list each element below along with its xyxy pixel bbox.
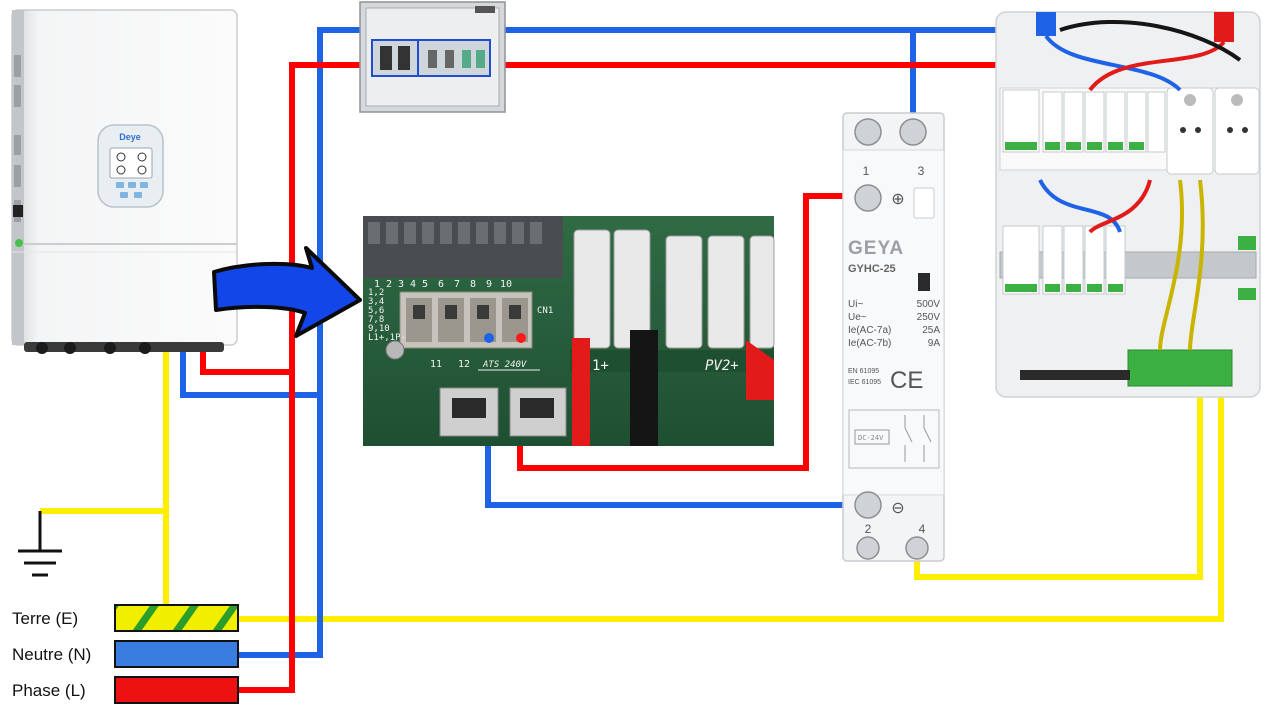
pin-legend-line-3: 5,6 [368, 306, 384, 316]
pin-legend-line-4: 7,8 [368, 315, 384, 325]
terminal-num-10: 10 [500, 279, 512, 290]
pv2-label: PV2+ [705, 358, 739, 374]
neutral-wire-main [238, 27, 1045, 658]
spec-label-ac7b: Ie(AC-7b) [848, 338, 891, 349]
ground-symbol-icon [18, 511, 62, 577]
contactor-geya: 1 3 ⊕ ⊖ 2 4 GEYA GYHC-25 Ui~ 500V Ue~ 25… [842, 112, 945, 562]
pin-legend-line-5: 9,10 [368, 324, 390, 334]
phase-terminal-dot [516, 333, 526, 343]
contactor-brand: GEYA [848, 238, 904, 259]
contactor-specs: Ui~ 500V Ue~ 250V Ie(AC-7a) 25A Ie(AC-7b… [848, 299, 940, 349]
phase-wire-main [238, 62, 1225, 693]
ce-mark-icon: CE [890, 367, 923, 394]
spec-label-ue: Ue~ [848, 312, 867, 323]
display-gauge-icons [116, 152, 147, 175]
neutral-terminal-dot [484, 333, 494, 343]
pin-legend-line-2: 3,4 [368, 297, 384, 307]
terminal-11-label: 11 [430, 359, 442, 370]
terminal-num-7: 7 [454, 279, 460, 290]
legend-label-phase: Phase (L) [12, 681, 86, 700]
coil-voltage-label: DC-24V [858, 434, 884, 442]
terminal-num-1: 1 [374, 279, 380, 290]
terminal-4-label: 4 [919, 522, 926, 536]
terminal-board-photo: 1 2 3 4 5 6 7 8 9 10 CN1 1,2 3,4 5,6 [363, 216, 775, 446]
legend-swatch-neutre [114, 640, 239, 668]
coil-plus-icon: ⊕ [891, 191, 904, 208]
terminal-num-4: 4 [410, 279, 416, 290]
terminal-num-5: 5 [422, 279, 428, 290]
spec-value-ui: 500V [917, 299, 941, 310]
cn1-label: CN1 [537, 306, 553, 316]
legend-swatch-phase [114, 676, 239, 704]
terminal-12-label: 12 [458, 359, 470, 370]
contact-symbol-icon [904, 415, 932, 462]
pin-legend-line-1: 1,2 [368, 288, 384, 298]
earth-wire-main [238, 368, 1224, 622]
contactor-model: GYHC-25 [848, 263, 896, 275]
terminal-num-8: 8 [470, 279, 476, 290]
breakers-row-2 [1002, 225, 1126, 295]
terminal-3-label: 3 [918, 164, 925, 178]
terminal-2-label: 2 [865, 522, 872, 536]
pin-legend-line-6: L1+,1P- [368, 333, 406, 343]
coil-minus-icon: ⊖ [891, 500, 904, 517]
terminal-num-9: 9 [486, 279, 492, 290]
spec-value-ac7a: 25A [922, 325, 940, 336]
pv-left-label: 1+ [592, 358, 609, 374]
neutral-wire-inverter [180, 340, 320, 398]
spec-label-ui: Ui~ [848, 299, 863, 310]
earth-wire-contactor [914, 368, 1203, 580]
terminal-num-6: 6 [438, 279, 444, 290]
terminal-num-3: 3 [398, 279, 404, 290]
breaker-box [359, 1, 506, 113]
inverter: Deye [11, 9, 238, 354]
spec-label-ac7a: Ie(AC-7a) [848, 325, 891, 336]
spec-value-ue: 250V [917, 312, 941, 323]
legend-swatch-terre [114, 604, 239, 632]
standard-iec: IEC 61095 [848, 379, 881, 386]
legend-label-neutre: Neutre (N) [12, 645, 92, 664]
pointer-arrow-icon [212, 246, 362, 338]
terminal-1-label: 1 [863, 164, 870, 178]
pin-legend: 1,2 3,4 5,6 7,8 9,10 L1+,1P- [368, 288, 406, 343]
socket-pins [1180, 127, 1248, 133]
ats-label: ATS 240V [482, 360, 527, 370]
inverter-brand-logo: Deye [119, 132, 141, 142]
distribution-panel [995, 11, 1261, 398]
standard-en: EN 61095 [848, 368, 879, 375]
legend [114, 604, 239, 704]
terminal-numbers: 1 2 3 4 5 6 7 8 9 10 [374, 279, 512, 290]
display-buttons [116, 182, 148, 198]
breakers-row-1 [1002, 87, 1260, 175]
status-window [918, 273, 930, 291]
legend-label-terre: Terre (E) [12, 609, 79, 628]
terminal-num-2: 2 [386, 279, 392, 290]
board-screw-icon [385, 340, 405, 360]
spec-value-ac7b: 9A [928, 338, 941, 349]
top-screws [854, 118, 935, 560]
